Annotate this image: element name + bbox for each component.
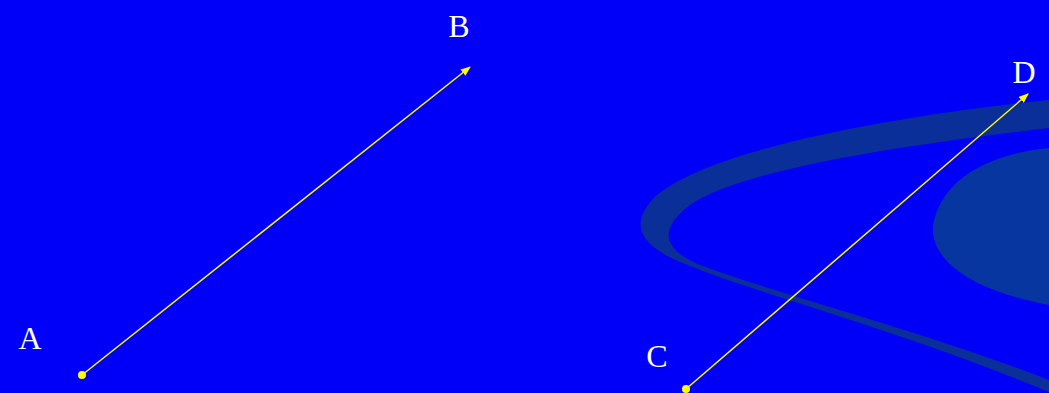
swoosh-band [641,100,1049,392]
vector-cd [686,94,1028,389]
start-dot [78,371,86,379]
point-label: C [646,340,667,372]
point-label: B [448,10,469,42]
point-label: A [18,322,41,354]
point-label: D [1012,56,1035,88]
swoosh-ellipse [933,148,1049,305]
vector-ab [82,67,470,375]
start-dot [682,385,690,393]
